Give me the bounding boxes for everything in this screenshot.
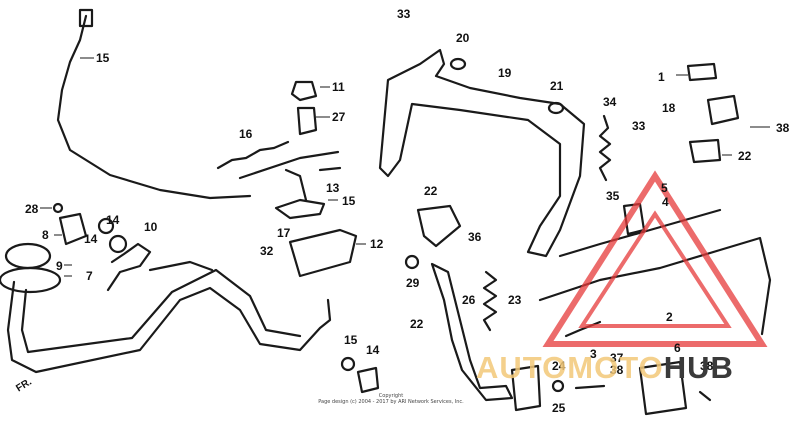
callout-15: 14 [84,232,98,246]
lever-17 [274,198,326,220]
callout-33: 33 [632,119,646,133]
copyright-line-1: Copyright [378,393,404,399]
clamp-23 [688,138,722,164]
callout-11: 11 [332,80,345,94]
pin-13 [318,166,342,172]
callout-4: 4 [662,195,669,209]
bracket-21 [706,94,740,126]
bracket-24 [416,204,462,248]
callout-38: 38 [700,359,714,373]
seal-14b [356,366,380,394]
bushing-22a [449,57,467,71]
callout-36: 35 [606,189,620,203]
spring-26 [482,270,498,332]
washer-32 [404,254,420,270]
copyright-notice: Copyright Page design (c) 2004 - 2017 by… [316,393,466,405]
callout-24: 22 [424,184,438,198]
callout-20: 19 [498,66,512,80]
sidestand-25 [430,262,514,402]
callout-7: 7 [86,269,93,283]
pedal-arm [6,280,332,374]
callout-37: 37 [610,351,624,365]
callout-6: 6 [674,341,681,355]
watermark-triangle [542,170,768,347]
spring-34 [598,114,612,182]
callout-34: 34 [603,95,617,109]
plate-8 [58,212,88,246]
bearing-15a [108,234,128,254]
seal-14a [97,217,115,235]
nut-11 [290,80,318,102]
callout-12: 12 [370,237,384,251]
callout-25: 22 [410,317,424,331]
bolt-37 [574,384,606,390]
stand-20 [378,48,586,258]
copyright-line-2: Page design (c) 2004 - 2017 by ARI Netwo… [318,399,464,405]
callout-38: 38 [776,121,790,135]
callout-38: 38 [610,363,624,377]
spring-18 [216,140,290,170]
callout-32: 29 [406,276,420,290]
callout-36: 36 [468,230,482,244]
callout-23: 22 [738,149,752,163]
callout-14: 14 [106,213,120,227]
watermark-logo: AUTOMOTOHUB [476,350,734,386]
callout-13: 13 [326,181,340,195]
leader-lines [40,57,770,277]
bolt-30 [296,106,318,136]
bolt-38c [698,390,712,402]
bolt-31 [52,202,64,214]
bearing-15b [340,356,356,372]
plate-27 [510,364,542,412]
callout-27: 24 [552,359,566,373]
callout-5: 5 [661,181,668,195]
spring-10 [106,242,152,292]
bushing-22b [547,101,565,115]
watermark-moto: MOTO [567,350,664,385]
callout-31: 28 [25,202,39,216]
callout-18: 16 [239,127,253,141]
callout-15: 15 [344,333,358,347]
callout-16: 15 [96,51,110,65]
callout-30: 27 [332,110,346,124]
pedal-7 [0,266,62,294]
callout-33: 33 [397,7,411,21]
callout-3: 3 [590,347,597,361]
callout-9: 9 [56,259,63,273]
watermark-auto: AUTO [476,350,568,385]
callout-26: 23 [508,293,522,307]
callout-22: 20 [456,31,470,45]
cable-2 [538,236,772,336]
rod-18 [238,150,340,180]
callout-35: 32 [260,244,274,258]
callout-19: 17 [277,226,291,240]
callout-17: 15 [342,194,356,208]
bolt-28 [551,379,565,393]
watermark-hub: HUB [663,350,734,385]
callout-28: 25 [552,401,566,415]
callout-22: 21 [550,79,564,93]
callout-21: 18 [662,101,676,115]
grommet-9 [4,242,52,270]
callout-14: 14 [366,343,380,357]
bracket-6 [638,360,688,416]
callout-8: 8 [42,228,49,242]
cable-4 [558,208,722,258]
callout-2: 2 [666,310,673,324]
cable-16-end [78,8,94,28]
callout-29: 26 [462,293,476,307]
callout-10: 10 [144,220,158,234]
bracket-12 [288,228,358,278]
callout-1: 1 [658,70,665,84]
clip-1 [686,62,718,82]
cable-16 [56,14,252,200]
